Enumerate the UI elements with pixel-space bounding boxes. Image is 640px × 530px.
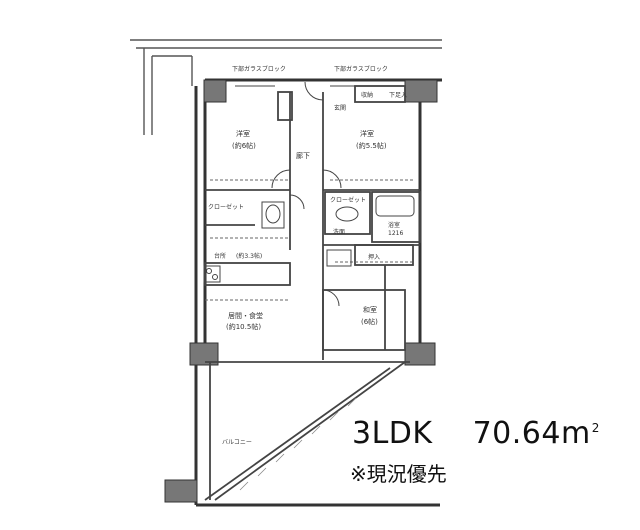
room-living-size: (約10.5帖) bbox=[226, 322, 261, 331]
fixtures bbox=[203, 81, 415, 307]
room-japanese-size: (6帖) bbox=[361, 317, 378, 326]
room-closet-left: クローゼット bbox=[208, 203, 244, 211]
area-unit-superscript: 2 bbox=[591, 421, 600, 435]
interior-walls bbox=[204, 85, 421, 501]
room-hallway: 廊下 bbox=[296, 151, 310, 160]
layout-area-caption: 3LDK 70.64m2 bbox=[352, 416, 600, 451]
site-boundary bbox=[130, 39, 442, 135]
columns bbox=[164, 79, 438, 503]
top-label-right: 下部ガラスブロック bbox=[334, 65, 388, 73]
room-living: 居間・食堂 bbox=[228, 311, 263, 320]
room-bath-size: 1216 bbox=[388, 230, 403, 237]
room-storage: 収納 bbox=[361, 91, 373, 99]
room-kitchen-size: (約3.3帖) bbox=[236, 252, 262, 260]
balcony-hatching bbox=[239, 397, 357, 491]
layout-type: 3LDK bbox=[352, 416, 433, 451]
room-oshiire: 押入 bbox=[368, 253, 380, 261]
room-kitchen: 台所 bbox=[214, 252, 226, 260]
room-shoe-box: 下足入 bbox=[389, 92, 407, 99]
room-western-left-size: (約6帖) bbox=[232, 141, 256, 150]
room-japanese: 和室 bbox=[363, 305, 377, 314]
room-western-right-size: (約5.5帖) bbox=[356, 141, 387, 150]
room-western-left: 洋室 bbox=[236, 129, 250, 138]
area-unit: m bbox=[560, 416, 591, 451]
floor-area: 70.64 bbox=[472, 416, 561, 451]
room-entrance: 玄関 bbox=[334, 104, 346, 112]
top-label-left: 下部ガラスブロック bbox=[232, 65, 286, 73]
room-western-right: 洋室 bbox=[360, 129, 374, 138]
room-labels: 下部ガラスブロック 下部ガラスブロック 洋室 (約6帖) 洋室 (約5.5帖) … bbox=[208, 65, 407, 446]
dashed-lines bbox=[205, 179, 415, 301]
room-closet-right: クローゼット bbox=[330, 196, 366, 204]
room-balcony: バルコニー bbox=[222, 439, 252, 446]
room-bath: 浴室 bbox=[388, 221, 400, 229]
room-washroom: 洗面 bbox=[333, 228, 345, 236]
current-condition-note: ※現況優先 bbox=[350, 462, 447, 486]
